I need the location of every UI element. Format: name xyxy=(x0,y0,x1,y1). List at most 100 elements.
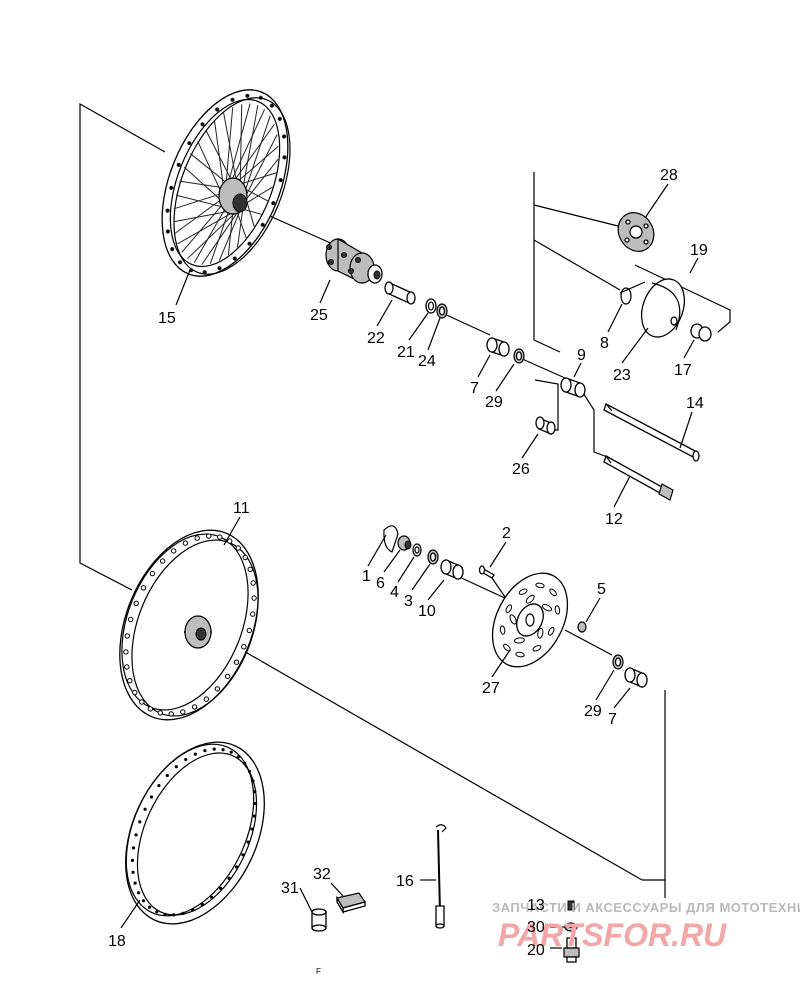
spacer-part-26 xyxy=(535,416,556,435)
disc-window xyxy=(537,627,544,639)
rim-hole xyxy=(250,827,254,831)
rim-hole xyxy=(133,881,137,885)
callout-14: 14 xyxy=(686,395,704,412)
washer-part-21 xyxy=(425,298,437,314)
brake-disc-part-27 xyxy=(491,572,569,668)
rim-hole xyxy=(170,247,175,252)
callout-7-lower: 7 xyxy=(608,711,617,728)
spoke-line xyxy=(227,109,266,188)
disc-window xyxy=(509,614,517,625)
rim-hole xyxy=(246,840,250,844)
nut-part-30 xyxy=(564,922,578,932)
rim-hole xyxy=(200,902,204,907)
callout-31: 31 xyxy=(281,880,299,897)
wheel-hole xyxy=(246,627,253,634)
callout-15: 15 xyxy=(158,310,176,327)
bearing-part-24 xyxy=(436,303,448,319)
wheel-hole xyxy=(203,696,210,702)
spoke-line xyxy=(209,207,231,264)
screw-part-2 xyxy=(478,565,495,579)
spoke-line xyxy=(244,115,271,194)
rim-hole xyxy=(200,122,205,127)
rim-hole xyxy=(155,910,159,914)
spoke-line xyxy=(193,204,228,264)
rim-hole xyxy=(277,116,282,122)
callout-18: 18 xyxy=(108,933,126,950)
footer-mark: F xyxy=(316,967,321,976)
rim-hole xyxy=(131,870,135,874)
callout-6: 6 xyxy=(376,575,385,592)
rim-hole xyxy=(232,256,237,261)
disc-slot xyxy=(547,626,555,636)
rim-hole xyxy=(229,750,233,754)
rim-hole xyxy=(131,846,136,850)
rim-hole xyxy=(271,201,276,206)
callout-1: 1 xyxy=(362,568,371,585)
callout-16: 16 xyxy=(396,873,414,890)
seal-part-3 xyxy=(427,549,439,565)
disc-window xyxy=(525,594,535,604)
callout-7-upper: 7 xyxy=(470,380,479,397)
wheel-hole xyxy=(251,595,257,601)
wheel-hole xyxy=(227,538,233,544)
disc-slot xyxy=(499,625,506,635)
rim-hole xyxy=(212,747,216,751)
rim-hole xyxy=(215,107,220,112)
wheel-hole xyxy=(132,689,138,696)
callout-25: 25 xyxy=(310,307,328,324)
spoke-line xyxy=(181,200,226,253)
callout-12: 12 xyxy=(605,511,623,528)
spoke-line xyxy=(174,196,226,234)
rim-hole xyxy=(258,95,263,100)
rim-hole xyxy=(269,103,274,108)
wheel-hole xyxy=(171,548,177,554)
rim-hole xyxy=(227,876,231,881)
callout-26: 26 xyxy=(512,461,530,478)
bolt-part-12 xyxy=(603,455,674,501)
rim-hole xyxy=(242,761,247,765)
spoke-line xyxy=(173,209,236,223)
callout-27: 27 xyxy=(482,680,500,697)
wheel-hole xyxy=(224,673,231,680)
cover-part-23 xyxy=(640,278,686,338)
wheel-hole xyxy=(182,540,189,546)
wheel-hole xyxy=(140,585,147,591)
spoke-line xyxy=(225,103,251,191)
spoke-line xyxy=(234,145,279,185)
ring-part-8 xyxy=(620,287,632,305)
rim-hole xyxy=(253,790,257,794)
spoke-line xyxy=(187,206,242,260)
rim-hole xyxy=(187,141,192,146)
spacer-part-9 xyxy=(560,377,586,398)
rim-hole xyxy=(282,155,287,160)
rim-hole xyxy=(165,208,170,213)
watermark-logo: PARTSFOR.RU xyxy=(498,917,727,953)
disc-window xyxy=(541,603,553,612)
spoke-line xyxy=(173,191,226,210)
rim-hole xyxy=(149,795,154,799)
callout-30: 30 xyxy=(527,919,545,936)
rim-hole xyxy=(143,807,147,811)
rim-hole xyxy=(172,913,176,917)
wheel-hole xyxy=(242,554,248,561)
disc-window xyxy=(513,637,525,644)
rim-hole xyxy=(165,229,170,234)
spoke-line xyxy=(230,123,275,186)
spoke-part-16 xyxy=(435,824,447,929)
callout-19: 19 xyxy=(690,242,708,259)
rim-hole xyxy=(134,833,138,837)
callout-29-upper: 29 xyxy=(485,394,503,411)
rim-hole xyxy=(247,241,252,246)
disc-slot xyxy=(535,582,545,589)
rim-hole xyxy=(181,911,185,916)
wheel-hole xyxy=(128,616,134,623)
rim-hole xyxy=(247,769,251,773)
wheel-hole xyxy=(159,558,166,564)
callout-23: 23 xyxy=(613,367,631,384)
rim-hole xyxy=(178,260,183,265)
rim-hole xyxy=(193,752,197,756)
rim-hole xyxy=(253,802,258,806)
disc-wheel-part-11 xyxy=(119,529,259,721)
rim-hole xyxy=(169,185,174,190)
rim-hole xyxy=(245,93,250,98)
